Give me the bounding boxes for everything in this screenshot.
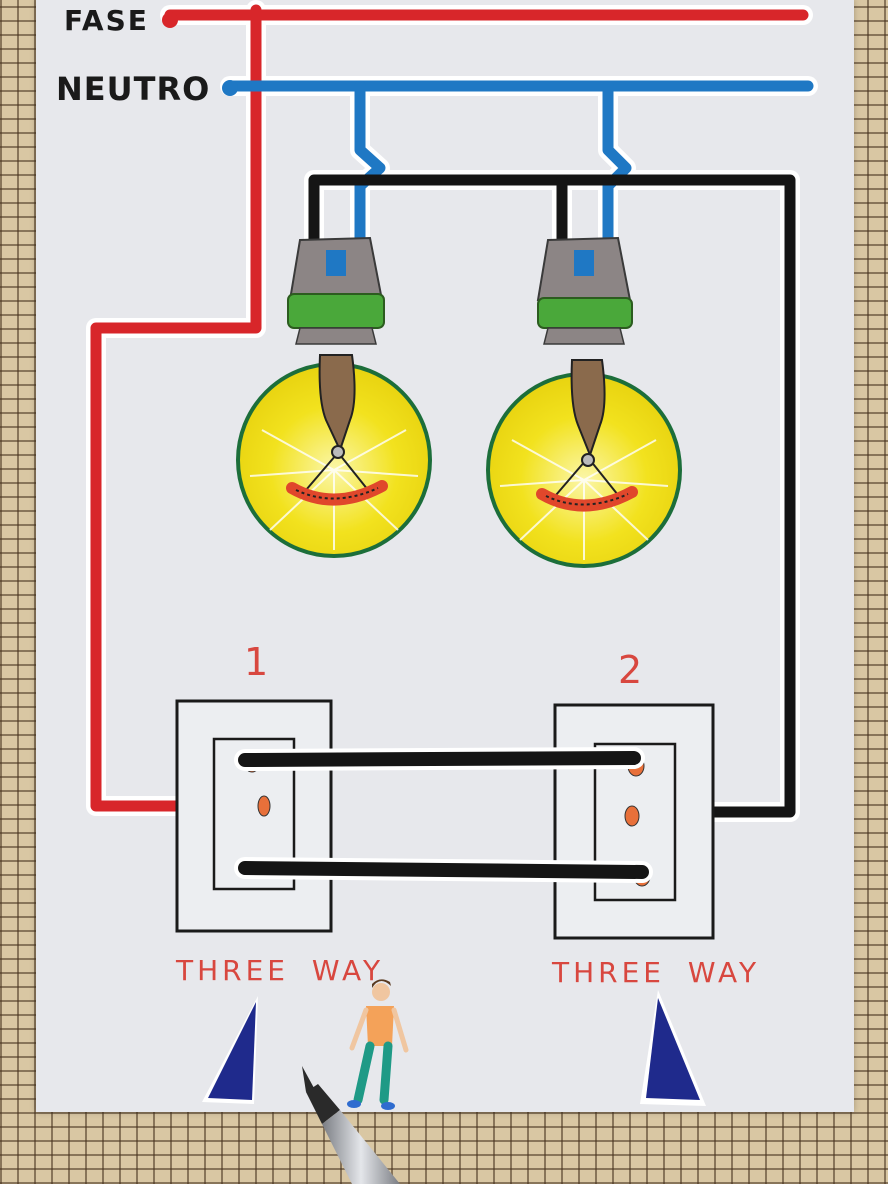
walking-person-icon — [347, 979, 409, 1110]
switch-2 — [553, 703, 715, 940]
switch-1-type-label: THREE WAY — [176, 954, 385, 987]
neutro-label: NEUTRO — [56, 70, 211, 108]
fase-label: FASE — [64, 4, 149, 37]
arrow-up-icon — [202, 996, 258, 1104]
traveler-wires — [234, 747, 653, 883]
fase-terminal — [162, 12, 178, 28]
marker-pen-icon — [302, 1066, 400, 1184]
switch-2-number: 2 — [618, 648, 647, 692]
fase-wire — [90, 4, 809, 812]
arrow-up-icon — [640, 990, 706, 1106]
neutro-terminal — [222, 80, 238, 96]
light-bulb-icon — [236, 236, 432, 558]
light-bulb-icon — [486, 236, 682, 568]
switch-1 — [175, 699, 333, 933]
switch-1-number: 1 — [244, 640, 273, 684]
neutro-wire — [224, 80, 814, 268]
switch-2-type-label: THREE WAY — [552, 956, 761, 989]
wire-outlines — [86, 0, 818, 822]
